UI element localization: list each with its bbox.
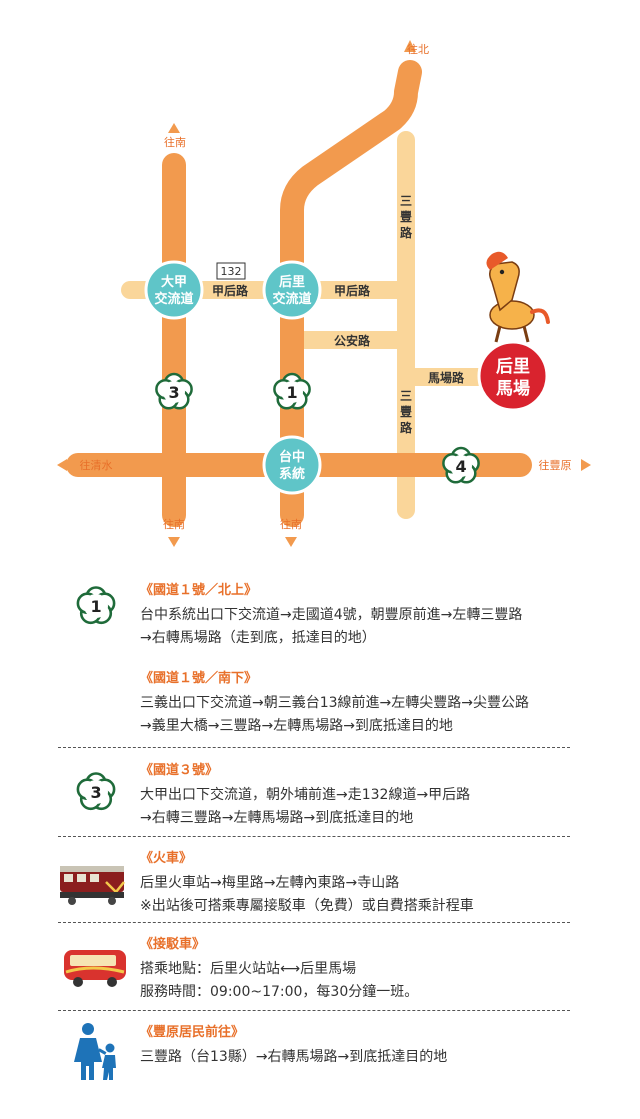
highway-1-road [280, 60, 422, 527]
label-sanfeng-road-upper: 三豐路 [400, 194, 413, 240]
section-line: →右轉馬場路（走到底，抵達目的地） [140, 630, 376, 646]
svg-text:3: 3 [90, 783, 101, 802]
section-freeway-1-north: 1 《國道１號／北上》 台中系統出口下交流道→走國道4號，朝豐原前進→左轉三豐路… [58, 582, 570, 650]
section-line: ※出站後可搭乘專屬接駁車（免費）或自費搭乘計程車 [140, 898, 474, 914]
section-line: 服務時間：09:00~17:00，每30分鐘一班。 [140, 984, 419, 1000]
route-132-sign: 132 [216, 262, 246, 280]
arrow-north-icon [404, 40, 416, 52]
direction-arrows [57, 40, 591, 547]
highway-1-shield-icon: 1 [273, 372, 311, 410]
svg-text:后里: 后里 [496, 357, 530, 377]
section-line: 搭乘地點：后里火站站⟷后里馬場 [140, 961, 357, 977]
section-line: 三豐路（台13縣）→右轉馬場路→到底抵達目的地 [140, 1049, 448, 1065]
section-freeway-1-south: 《國道１號／南下》 三義出口下交流道→朝三義台13線前進→左轉尖豐路→尖豐公路 … [58, 670, 570, 738]
section-line: 三義出口下交流道→朝三義台13線前進→左轉尖豐路→尖豐公路 [140, 695, 530, 711]
section-title: 《國道１號／北上》 [140, 583, 258, 598]
label-to-south-left: 往南 [163, 517, 185, 531]
svg-text:交流道: 交流道 [272, 291, 311, 307]
svg-text:后里: 后里 [279, 274, 305, 290]
label-to-south-top: 往南 [164, 135, 186, 149]
highway-1-icon: 1 [76, 586, 116, 625]
interchange-taichung: 台中 系統 [262, 435, 322, 495]
section-title: 《豐原居民前往》 [140, 1025, 245, 1040]
label-machang-road: 馬場路 [428, 370, 465, 385]
divider [58, 747, 570, 748]
label-jiahou-road-west: 甲后路 [212, 283, 249, 298]
highway-1-number: 1 [286, 383, 297, 402]
arrow-west-icon [57, 459, 67, 471]
route-map: 往北 往南 往南 往南 往清水 往豐原 甲后路 甲后路 公安路 馬場路 三豐路 … [57, 40, 591, 547]
label-to-qingshui: 往清水 [80, 458, 113, 472]
horse-mascot-icon [486, 251, 550, 343]
section-title: 《接駁車》 [140, 937, 206, 952]
section-title: 《火車》 [140, 851, 193, 866]
label-to-north: 往北 [407, 42, 429, 56]
route-132-label: 132 [221, 265, 242, 278]
section-shuttle: 《接駁車》 搭乘地點：后里火站站⟷后里馬場 服務時間：09:00~17:00，每… [58, 936, 570, 1004]
label-jiahou-road-east: 甲后路 [334, 283, 371, 298]
section-line: →右轉三豐路→左轉馬場路→到底抵達目的地 [140, 810, 414, 826]
section-line: 台中系統出口下交流道→走國道4號，朝豐原前進→左轉三豐路 [140, 607, 523, 623]
highway-4-number: 4 [455, 457, 466, 476]
arrow-south-icon-left-bottom [168, 537, 180, 547]
divider [58, 836, 570, 837]
destination-marker: 后里 馬場 [477, 340, 549, 412]
divider [58, 1010, 570, 1011]
interchange-dajia: 大甲 交流道 [144, 260, 204, 320]
svg-text:大甲: 大甲 [161, 274, 187, 290]
label-gongan-road: 公安路 [334, 333, 371, 348]
section-fengyuan-residents: 《豐原居民前往》 三豐路（台13縣）→右轉馬場路→到底抵達目的地 [58, 1023, 570, 1080]
label-to-south-mid: 往南 [280, 517, 302, 531]
train-icon [60, 866, 125, 905]
section-line: 后里火車站→梅里路→左轉內東路→寺山路 [140, 875, 400, 891]
svg-text:1: 1 [90, 597, 101, 616]
pedestrian-icon [74, 1023, 116, 1080]
divider [58, 922, 570, 923]
arrow-south-icon-mid-bottom [285, 537, 297, 547]
section-freeway-3: 3 《國道３號》 大甲出口下交流道，朝外埔前進→走132線道→甲后路 →右轉三豐… [58, 762, 570, 830]
section-title: 《國道１號／南下》 [140, 671, 258, 686]
svg-text:系統: 系統 [279, 466, 305, 482]
svg-text:馬場: 馬場 [496, 379, 530, 399]
section-title: 《國道３號》 [140, 763, 219, 778]
arrow-east-icon [581, 459, 591, 471]
svg-text:台中: 台中 [279, 449, 305, 465]
arrow-south-icon-left-top [168, 123, 180, 133]
svg-text:交流道: 交流道 [154, 291, 193, 307]
highway-3-icon: 3 [76, 772, 116, 811]
label-to-fengyuan: 往豐原 [539, 458, 572, 472]
interchange-houli: 后里 交流道 [262, 260, 322, 320]
section-line: 大甲出口下交流道，朝外埔前進→走132線道→甲后路 [140, 787, 471, 803]
highway-4-shield-icon: 4 [442, 446, 480, 484]
section-line: →義里大橋→三豐路→左轉馬場路→到底抵達目的地 [140, 718, 453, 734]
label-sanfeng-road-lower: 三豐路 [400, 389, 413, 435]
highway-3-number: 3 [168, 383, 179, 402]
highway-3-shield-icon: 3 [155, 372, 193, 410]
section-train: 《火車》 后里火車站→梅里路→左轉內東路→寺山路 ※出站後可搭乘專屬接駁車（免費… [58, 850, 570, 918]
bus-icon [64, 950, 126, 987]
